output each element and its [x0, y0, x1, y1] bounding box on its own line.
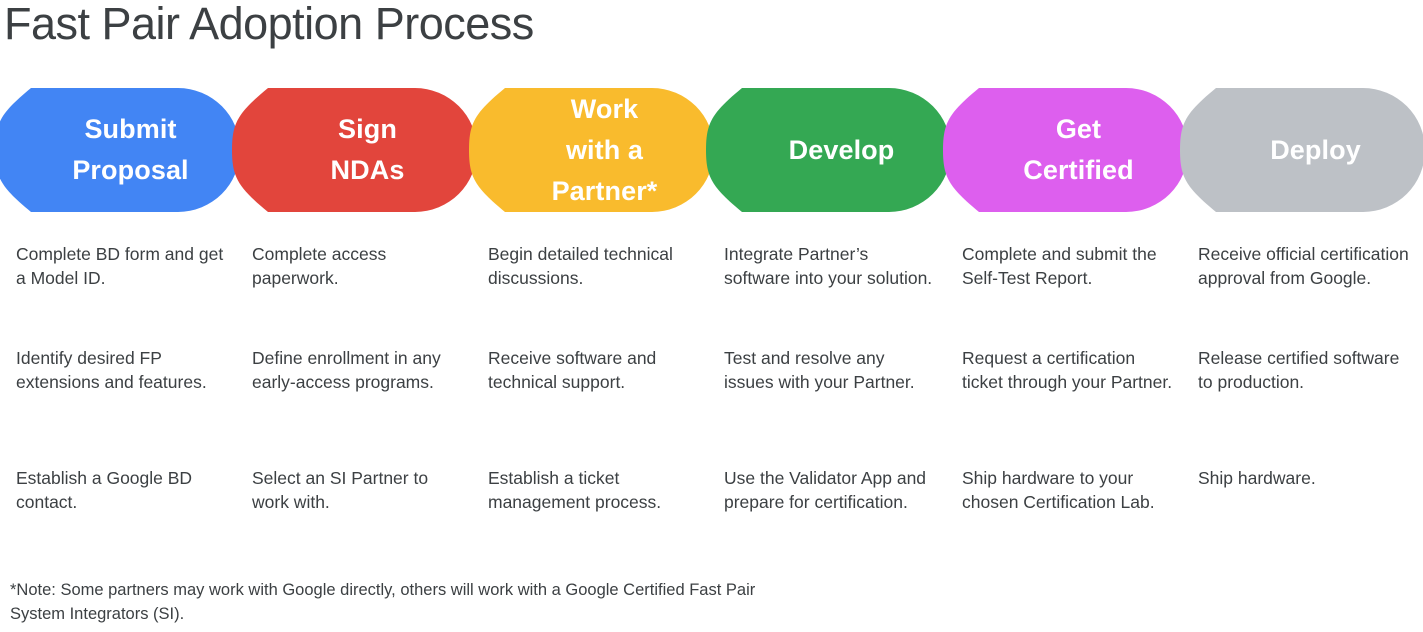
stage-chevron-develop[interactable]: Develop — [706, 88, 951, 212]
stage-chevron-shape — [943, 88, 1188, 212]
stage-chevron-shape — [706, 88, 951, 212]
stage-item: Establish a Google BD contact. — [16, 468, 193, 512]
stage-item: Complete and submit the Self-Test Report… — [962, 244, 1157, 288]
stage-item: Identify desired FP extensions and featu… — [16, 348, 207, 392]
stage-detail-columns: Complete BD form and get a Model ID. Iden… — [0, 238, 1423, 558]
stage-chevron-sign-ndas[interactable]: Sign NDAs — [232, 88, 477, 212]
stage-chevron-shape — [0, 88, 240, 212]
process-stage-band: Submit Proposal Sign NDAs Work with a Part… — [0, 88, 1423, 212]
stage-chevron-shape — [469, 88, 714, 212]
footnote: *Note: Some partners may work with Googl… — [10, 581, 756, 623]
stage-item: Complete access paperwork. — [252, 244, 387, 288]
stage-item: Establish a ticket management process. — [488, 468, 662, 512]
stage-label-get-certified: Get Certified — [1023, 114, 1134, 185]
stage-chevron-deploy[interactable]: Deploy — [1180, 88, 1423, 212]
stage-chevron-shape — [1180, 88, 1423, 212]
stage-item: Release certified software to production… — [1198, 348, 1400, 392]
stage-item: Request a certification ticket through y… — [962, 348, 1173, 392]
stage-item: Test and resolve any issues with your Pa… — [724, 348, 915, 392]
stage-item: Ship hardware. — [1198, 468, 1316, 488]
page-title: Fast Pair Adoption Process — [4, 0, 534, 49]
stage-item: Receive official certification approval … — [1198, 244, 1409, 288]
stage-item: Ship hardware to your chosen Certificati… — [962, 468, 1155, 512]
stage-chevron-get-certified[interactable]: Get Certified — [943, 88, 1188, 212]
stage-label-deploy: Deploy — [1270, 134, 1361, 165]
stage-label-work-with-a-partner: Work with a Partner* — [551, 93, 658, 206]
stage-chevron-shape — [232, 88, 477, 212]
stage-item: Begin detailed technical discussions. — [488, 244, 673, 288]
stage-label-submit-proposal: Submit Proposal — [72, 114, 189, 185]
stage-chevron-work-with-a-partner[interactable]: Work with a Partner* — [469, 88, 714, 212]
stage-item: Select an SI Partner to work with. — [252, 468, 429, 512]
stage-label-sign-ndas: Sign NDAs — [330, 114, 405, 185]
stage-item: Define enrollment in any early-access pr… — [252, 348, 441, 392]
stage-label-develop: Develop — [788, 134, 895, 165]
stage-item: Complete BD form and get a Model ID. — [16, 244, 224, 288]
stage-chevron-submit-proposal[interactable]: Submit Proposal — [0, 88, 240, 212]
stage-item: Receive software and technical support. — [488, 348, 657, 392]
stage-item: Integrate Partner’s software into your s… — [724, 244, 933, 288]
stage-item: Use the Validator App and prepare for ce… — [724, 468, 927, 512]
